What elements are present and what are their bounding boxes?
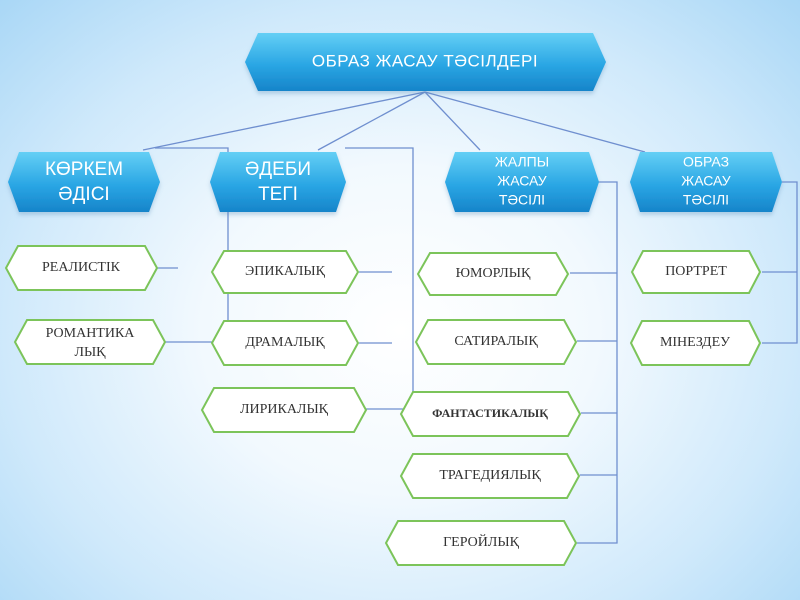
item-fantasy <box>399 391 582 437</box>
item-heroic-label: ГЕРОЙЛЫҚ <box>443 533 520 550</box>
item-realistic-label: РЕАЛИСТІК <box>42 260 121 275</box>
category-general-line-2: ЖАСАУ <box>497 173 546 189</box>
category-image-line-1: ОБРАЗ <box>683 154 729 170</box>
category-image-line-2: ЖАСАУ <box>681 173 730 189</box>
category-image <box>630 152 782 212</box>
category-method-line-1: КӨРКЕМ <box>45 159 123 180</box>
connector-title-to-method <box>142 91 426 151</box>
item-tragedy <box>399 453 581 499</box>
connector-title-to-genre <box>317 91 426 151</box>
item-romantic <box>13 319 167 365</box>
item-character <box>629 320 762 366</box>
item-heroic <box>384 520 578 566</box>
connector-title-to-general <box>424 91 481 151</box>
item-portrait <box>630 250 762 294</box>
connector-genre-rail <box>345 147 414 410</box>
category-method-line-2: ӘДІСІ <box>58 184 109 205</box>
connector-general-rail <box>577 181 618 544</box>
category-general-line-1: ЖАЛПЫ <box>495 154 549 170</box>
title-box <box>245 33 606 91</box>
item-romantic-label-2: ЛЫҚ <box>74 345 106 360</box>
category-method <box>8 152 160 212</box>
item-satire-label: САТИРАЛЫҚ <box>454 334 538 349</box>
item-epic <box>210 250 360 294</box>
item-satire <box>414 319 578 365</box>
item-romantic-label-1: РОМАНТИКА <box>46 326 136 341</box>
item-character-label: МІНЕЗДЕУ <box>660 335 730 350</box>
item-lyric-label: ЛИРИКАЛЫҚ <box>240 402 329 417</box>
item-epic-label: ЭПИКАЛЫҚ <box>245 264 326 279</box>
item-drama-label: ДРАМАЛЫҚ <box>245 335 325 350</box>
connector-title-to-image <box>424 91 646 153</box>
category-genre <box>210 152 346 212</box>
item-tragedy-label: ТРАГЕДИЯЛЫҚ <box>439 468 541 483</box>
item-drama <box>210 320 360 366</box>
item-lyric <box>200 387 368 433</box>
category-genre-line-2: ТЕГІ <box>258 184 298 205</box>
connectors <box>142 91 798 544</box>
connector-method-rail <box>155 147 229 343</box>
item-humor <box>416 252 570 296</box>
item-realistic <box>4 245 159 291</box>
item-humor-label: ЮМОРЛЫҚ <box>456 266 531 281</box>
category-image-line-3: ТӘСІЛІ <box>683 192 729 208</box>
title: ОБРАЗ ЖАСАУ ТӘСІЛДЕРІ <box>312 51 538 70</box>
connector-image-rail <box>762 181 798 344</box>
item-fantasy-label: ФАНТАСТИКАЛЫҚ <box>432 406 548 420</box>
category-general <box>445 152 599 212</box>
item-portrait-label: ПОРТРЕТ <box>665 264 727 279</box>
category-general-line-3: ТӘСІЛІ <box>499 192 545 208</box>
category-genre-line-1: ӘДЕБИ <box>245 159 311 180</box>
